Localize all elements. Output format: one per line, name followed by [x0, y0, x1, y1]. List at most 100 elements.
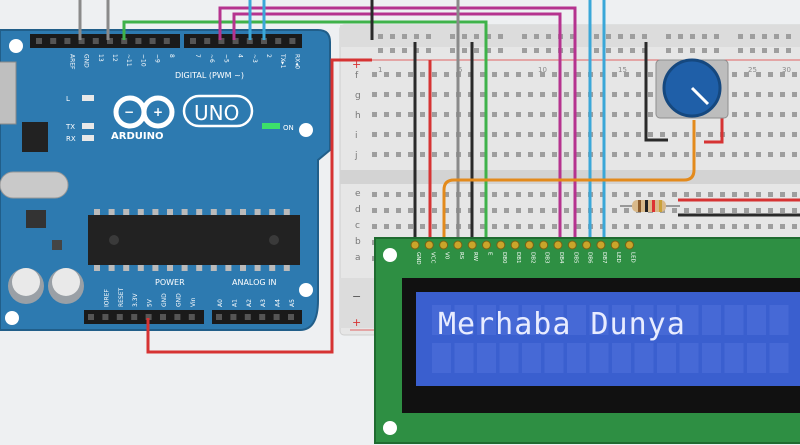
- breadboard-hole[interactable]: [396, 112, 401, 117]
- breadboard-hole[interactable]: [384, 192, 389, 197]
- header-pin[interactable]: [64, 38, 71, 44]
- breadboard-hole[interactable]: [792, 112, 797, 117]
- breadboard-hole[interactable]: [396, 192, 401, 197]
- breadboard-hole[interactable]: [444, 72, 449, 77]
- rail-hole[interactable]: [450, 34, 455, 39]
- breadboard-hole[interactable]: [792, 224, 797, 229]
- breadboard-hole[interactable]: [648, 112, 653, 117]
- breadboard-hole[interactable]: [780, 192, 785, 197]
- header-pin[interactable]: [244, 314, 251, 320]
- rail-hole[interactable]: [618, 34, 623, 39]
- breadboard-hole[interactable]: [624, 224, 629, 229]
- rail-hole[interactable]: [594, 34, 599, 39]
- breadboard-hole[interactable]: [396, 92, 401, 97]
- header-pin[interactable]: [36, 38, 42, 44]
- lcd-pin-pad[interactable]: [539, 240, 549, 250]
- breadboard-hole[interactable]: [372, 92, 377, 97]
- breadboard-hole[interactable]: [708, 192, 713, 197]
- breadboard-hole[interactable]: [480, 208, 485, 213]
- breadboard-hole[interactable]: [612, 92, 617, 97]
- wire-pot-gnd[interactable]: [644, 42, 668, 142]
- breadboard-hole[interactable]: [420, 132, 425, 137]
- breadboard-hole[interactable]: [384, 208, 389, 213]
- breadboard-hole[interactable]: [672, 208, 677, 213]
- breadboard-hole[interactable]: [480, 92, 485, 97]
- rail-hole[interactable]: [786, 48, 791, 53]
- breadboard-hole[interactable]: [648, 132, 653, 137]
- breadboard-hole[interactable]: [528, 192, 533, 197]
- breadboard-hole[interactable]: [768, 132, 773, 137]
- breadboard-hole[interactable]: [408, 192, 413, 197]
- breadboard-hole[interactable]: [684, 192, 689, 197]
- breadboard-hole[interactable]: [528, 92, 533, 97]
- rail-hole[interactable]: [570, 34, 575, 39]
- breadboard-hole[interactable]: [516, 224, 521, 229]
- header-pin[interactable]: [218, 38, 225, 44]
- breadboard-hole[interactable]: [612, 132, 617, 137]
- breadboard-hole[interactable]: [372, 132, 377, 137]
- breadboard-hole[interactable]: [516, 192, 521, 197]
- header-pin[interactable]: [121, 38, 128, 44]
- breadboard-hole[interactable]: [612, 112, 617, 117]
- digital-header-right[interactable]: [184, 34, 302, 48]
- header-pin[interactable]: [246, 38, 253, 44]
- header-pin[interactable]: [107, 38, 113, 44]
- analog-header[interactable]: [212, 310, 302, 324]
- rail-hole[interactable]: [594, 48, 599, 53]
- breadboard-hole[interactable]: [720, 224, 725, 229]
- breadboard-hole[interactable]: [708, 224, 713, 229]
- rail-hole[interactable]: [414, 34, 419, 39]
- lcd-pin-pad[interactable]: [582, 240, 592, 250]
- header-pin[interactable]: [259, 314, 266, 320]
- breadboard-hole[interactable]: [444, 92, 449, 97]
- breadboard-hole[interactable]: [516, 92, 521, 97]
- rail-hole[interactable]: [750, 48, 755, 53]
- breadboard-hole[interactable]: [672, 132, 677, 137]
- header-pin[interactable]: [88, 314, 94, 320]
- rail-hole[interactable]: [378, 48, 383, 53]
- lcd-pin-pad[interactable]: [453, 240, 463, 250]
- breadboard-hole[interactable]: [672, 152, 677, 157]
- breadboard-hole[interactable]: [504, 92, 509, 97]
- breadboard-hole[interactable]: [756, 132, 761, 137]
- breadboard-hole[interactable]: [660, 192, 665, 197]
- rail-hole[interactable]: [774, 34, 779, 39]
- breadboard-hole[interactable]: [528, 72, 533, 77]
- breadboard-hole[interactable]: [420, 224, 425, 229]
- lcd-pin-pad[interactable]: [524, 240, 534, 250]
- breadboard-hole[interactable]: [576, 152, 581, 157]
- breadboard-hole[interactable]: [648, 72, 653, 77]
- breadboard-hole[interactable]: [432, 208, 437, 213]
- breadboard-hole[interactable]: [660, 152, 665, 157]
- rail-hole[interactable]: [666, 48, 671, 53]
- breadboard-hole[interactable]: [732, 152, 737, 157]
- header-pin[interactable]: [131, 314, 138, 320]
- breadboard-hole[interactable]: [492, 152, 497, 157]
- breadboard-hole[interactable]: [420, 92, 425, 97]
- breadboard-hole[interactable]: [732, 92, 737, 97]
- breadboard-hole[interactable]: [624, 152, 629, 157]
- rail-hole[interactable]: [534, 48, 539, 53]
- breadboard-hole[interactable]: [732, 112, 737, 117]
- breadboard-hole[interactable]: [516, 132, 521, 137]
- wire-pin11-to-e[interactable]: [122, 20, 488, 245]
- header-pin[interactable]: [188, 314, 195, 320]
- breadboard-hole[interactable]: [768, 72, 773, 77]
- header-pin[interactable]: [275, 38, 282, 44]
- header-pin[interactable]: [190, 38, 196, 44]
- rail-hole[interactable]: [762, 34, 767, 39]
- wire-5v[interactable]: [146, 58, 372, 354]
- breadboard-hole[interactable]: [636, 92, 641, 97]
- breadboard-hole[interactable]: [504, 224, 509, 229]
- breadboard-hole[interactable]: [672, 192, 677, 197]
- breadboard-hole[interactable]: [552, 208, 557, 213]
- breadboard-hole[interactable]: [396, 72, 401, 77]
- lcd-pin-pad[interactable]: [439, 240, 449, 250]
- breadboard-hole[interactable]: [756, 208, 761, 213]
- breadboard-hole[interactable]: [696, 152, 701, 157]
- breadboard-hole[interactable]: [504, 208, 509, 213]
- breadboard-hole[interactable]: [624, 192, 629, 197]
- breadboard-hole[interactable]: [540, 224, 545, 229]
- header-pin[interactable]: [174, 314, 181, 320]
- breadboard-hole[interactable]: [648, 192, 653, 197]
